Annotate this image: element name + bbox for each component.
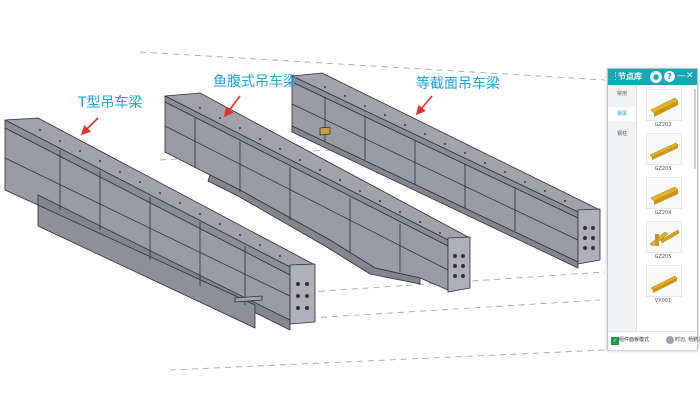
node-item-label: GZ202	[654, 122, 672, 128]
category-item-common[interactable]: 常用	[616, 91, 627, 97]
fish-belly-crane-beam[interactable]	[164, 92, 471, 293]
avatar[interactable]	[666, 336, 674, 344]
node-item-label: GZ204	[654, 210, 672, 216]
panel-scrollbar[interactable]	[694, 89, 696, 169]
node-library-panel: ⋮ 节点库 ● ? — ✕ 常用 钢梁 钢柱 GZ202 GZ203 GZ204…	[607, 68, 700, 350]
equal-section-crane-beam[interactable]	[291, 72, 601, 269]
minimize-button[interactable]: —	[677, 71, 686, 81]
node-thumbnail[interactable]	[646, 89, 682, 121]
node-item-label: VX001	[654, 298, 672, 304]
panel-header: ⋮ 节点库 ● ? — ✕	[608, 69, 697, 85]
label-arrows	[80, 95, 433, 136]
node-thumbnail[interactable]	[646, 265, 682, 297]
panel-title: 节点库	[618, 72, 642, 81]
node-thumbnail[interactable]	[646, 133, 682, 165]
category-sidebar: 常用 钢梁 钢柱	[608, 85, 637, 331]
fish-belly-beam-label: 鱼腹式吊车梁	[213, 74, 297, 90]
close-button[interactable]: ✕	[686, 71, 694, 81]
node-item-label: GZ205	[654, 254, 672, 260]
node-thumbnail[interactable]	[646, 221, 682, 253]
node-thumbnail[interactable]	[646, 177, 682, 209]
user-icon[interactable]: ●	[650, 71, 662, 83]
checkbox-checked-icon[interactable]: ✓	[611, 337, 619, 345]
panel-mode-label: 组件面板模式	[619, 337, 650, 343]
node-item-label: GZ203	[654, 166, 672, 172]
user-name: 时迈, 杨鹏几	[675, 337, 700, 343]
equal-section-beam-label: 等截面吊车梁	[416, 76, 500, 92]
t-beam-label: T型吊车梁	[78, 95, 143, 111]
ground-guide-lines	[139, 51, 606, 371]
panel-footer: ✓ 组件面板模式 时迈, 杨鹏几	[608, 331, 700, 350]
category-item-steel-beam[interactable]: 钢梁	[608, 107, 636, 121]
category-item-steel-column[interactable]: 钢柱	[616, 131, 627, 137]
t-crane-beam[interactable]	[4, 117, 316, 331]
node-item-list: GZ202 GZ203 GZ204 GZ205 VX001	[638, 89, 694, 329]
more-vertical-icon[interactable]: ⋮	[611, 72, 620, 82]
help-icon[interactable]: ?	[664, 71, 675, 82]
